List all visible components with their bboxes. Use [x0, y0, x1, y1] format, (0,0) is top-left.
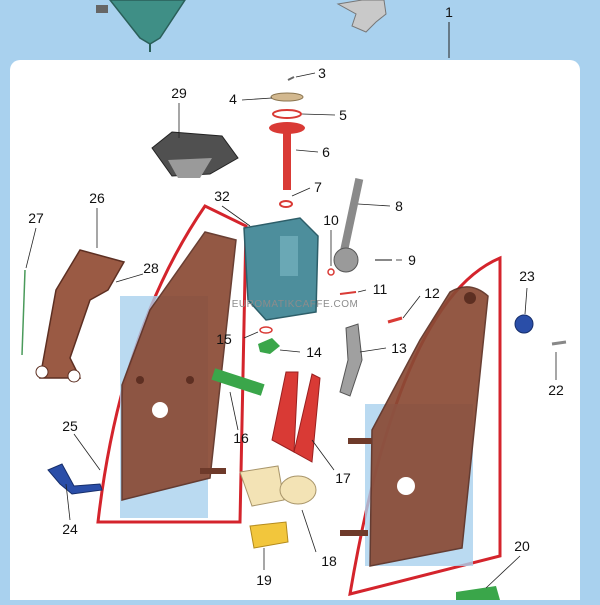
callout-1: 1 [445, 4, 453, 20]
callout-5: 5 [339, 107, 347, 123]
part-29-bracket [151, 131, 239, 178]
part-16-rod [211, 368, 265, 396]
part-4-washer [270, 92, 304, 102]
callout-32: 32 [214, 188, 230, 204]
callout-14: 14 [306, 344, 322, 360]
callout-19: 19 [256, 572, 272, 588]
part-7-oring [279, 200, 293, 208]
callout-13: 13 [391, 340, 407, 356]
left-mounting-plate [121, 231, 237, 501]
callout-25: 25 [62, 418, 78, 434]
callout-8: 8 [395, 198, 403, 214]
part-20-clip [456, 586, 500, 600]
callout-labels: 1 3 4 5 6 7 8 9 10 11 12 13 14 15 16 17 … [28, 4, 564, 588]
callout-11: 11 [373, 281, 388, 297]
part-8-crank [333, 178, 364, 273]
right-mounting-plate [340, 286, 489, 567]
leader-lines [25, 72, 557, 589]
callout-28: 28 [143, 260, 159, 276]
top-hopper-part [96, 0, 186, 52]
callout-10: 10 [323, 212, 339, 228]
callout-15: 15 [216, 331, 232, 347]
part-15-oring [259, 326, 273, 334]
callout-7: 7 [314, 179, 322, 195]
callout-3: 3 [318, 65, 326, 81]
part-3-screw [287, 76, 295, 81]
callout-22: 22 [548, 382, 564, 398]
part-17-holder [271, 371, 321, 463]
callout-23: 23 [519, 268, 535, 284]
part-5-oring [272, 109, 302, 119]
callout-20: 20 [514, 538, 530, 554]
callout-26: 26 [89, 190, 105, 206]
callout-6: 6 [322, 144, 330, 160]
part-13-lever [339, 323, 363, 397]
part-26-lever-frame [35, 249, 126, 383]
part-22-screw [551, 340, 567, 346]
part-6-piston [269, 122, 305, 190]
top-bracket-part [336, 0, 387, 33]
callout-29: 29 [171, 85, 187, 101]
part-10-oring [327, 268, 335, 276]
part-32-brew-block [243, 217, 319, 321]
callout-4: 4 [229, 91, 237, 107]
part-14-clip [258, 338, 280, 354]
part-27-spring [21, 269, 26, 356]
part-23-knob [514, 314, 534, 334]
callout-12: 12 [424, 285, 440, 301]
watermark-text: EUROMATIKCAFFE.COM [232, 299, 359, 310]
part-11-pin [339, 291, 357, 295]
callout-9: 9 [408, 252, 416, 268]
part-19-block [249, 521, 289, 549]
part-12-pin [387, 316, 403, 324]
part-24-pin [47, 463, 103, 495]
callout-17: 17 [335, 470, 351, 486]
callout-16: 16 [233, 430, 249, 446]
parts-panel [10, 60, 580, 605]
callout-18: 18 [321, 553, 337, 569]
part-18-coupler [239, 465, 317, 507]
callout-24: 24 [62, 521, 78, 537]
callout-27: 27 [28, 210, 44, 226]
